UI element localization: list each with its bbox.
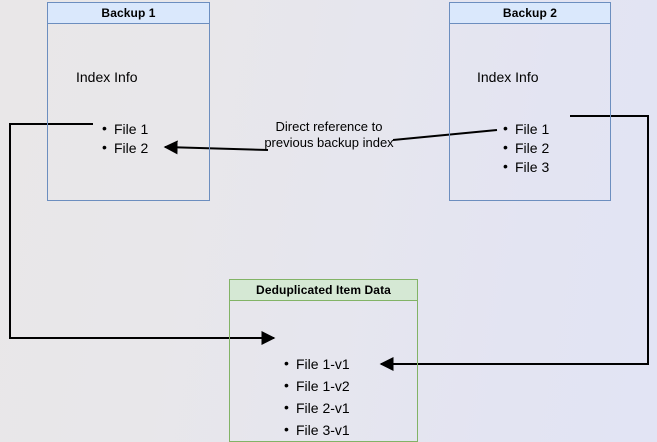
node-dedup-header: Deduplicated Item Data bbox=[229, 279, 418, 301]
node-backup-2-body: Index Info File 1 File 2 File 3 bbox=[449, 24, 611, 201]
list-item: File 2 bbox=[102, 138, 148, 158]
list-item: File 2 bbox=[503, 138, 549, 158]
node-backup-1-index-title: Index Info bbox=[76, 69, 138, 85]
list-item: File 2-v1 bbox=[284, 396, 350, 419]
edge-backup2-to-dedup bbox=[379, 115, 649, 371]
list-item: File 3 bbox=[503, 157, 549, 177]
node-dedup-file-list: File 1-v1 File 1-v2 File 2-v1 File 3-v1 bbox=[278, 352, 350, 441]
node-backup-2-index-title: Index Info bbox=[477, 69, 539, 85]
node-backup-2[interactable]: Backup 2 Index Info File 1 File 2 File 3 bbox=[449, 2, 611, 201]
edge-label-line-1: Direct reference to bbox=[275, 119, 383, 134]
edge-label-direct-reference: Direct reference to previous backup inde… bbox=[239, 119, 419, 151]
node-backup-1-body: Index Info File 1 File 2 bbox=[47, 24, 210, 201]
list-item: File 1 bbox=[503, 119, 549, 139]
node-backup-1-header: Backup 1 bbox=[47, 2, 210, 24]
node-backup-1-file-list: File 1 File 2 bbox=[96, 119, 148, 158]
edge-backup2-to-backup1 bbox=[163, 129, 498, 155]
edge-backup1-to-dedup bbox=[9, 123, 276, 345]
list-item: File 3-v1 bbox=[284, 418, 350, 441]
node-dedup-body: File 1-v1 File 1-v2 File 2-v1 File 3-v1 bbox=[229, 301, 418, 442]
list-item: File 1 bbox=[102, 119, 148, 139]
edge-label-line-2: previous backup index bbox=[264, 135, 394, 150]
node-deduplicated-item-data[interactable]: Deduplicated Item Data File 1-v1 File 1-… bbox=[229, 279, 418, 442]
node-backup-1[interactable]: Backup 1 Index Info File 1 File 2 bbox=[47, 2, 210, 201]
list-item: File 1-v1 bbox=[284, 352, 350, 375]
node-backup-2-header: Backup 2 bbox=[449, 2, 611, 24]
list-item: File 1-v2 bbox=[284, 374, 350, 397]
node-backup-2-file-list: File 1 File 2 File 3 bbox=[497, 119, 549, 177]
